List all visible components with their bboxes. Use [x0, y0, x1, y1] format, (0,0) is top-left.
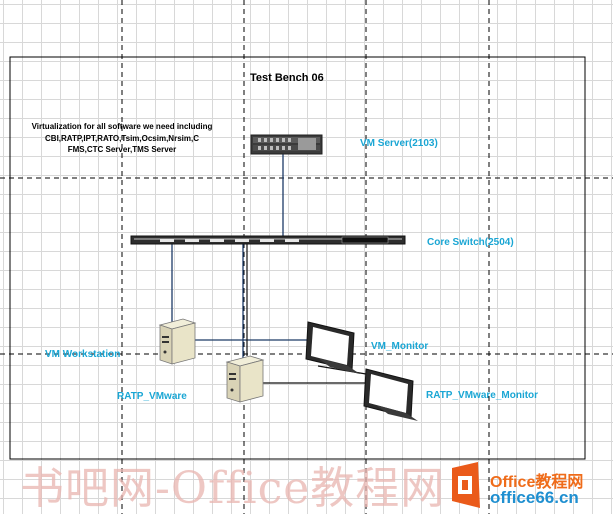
label-ratp-vmware: RATP_VMware — [117, 391, 187, 402]
label-vm-server: VM Server(2103) — [360, 138, 438, 149]
watermark-brand-url: office66.cn — [490, 488, 579, 507]
connection-lines — [171, 154, 310, 358]
label-core-switch: Core Switch(2504) — [427, 237, 514, 248]
office-logo-icon — [452, 462, 480, 508]
virtualization-note: Virtualization for all software we need … — [31, 122, 213, 154]
ratp-tower-icon — [225, 355, 265, 403]
label-ratp-vmware-monitor: RATP_VMware_Monitor — [426, 390, 539, 401]
diagram-border — [9, 56, 586, 460]
diagram-title: Test Bench 06 — [250, 72, 324, 84]
network-switch-icon — [130, 235, 406, 245]
workstation-tower-icon — [158, 318, 197, 365]
vm-monitor-icon — [305, 321, 360, 374]
label-vm-monitor: VM_Monitor — [371, 341, 429, 352]
label-vm-workstation: VM Workstation — [45, 349, 121, 360]
watermark-text: 书吧网-Office教程网 — [20, 463, 446, 514]
connection-lines-dark — [246, 244, 367, 384]
server-rack-icon — [250, 134, 323, 155]
watermark-brand-name: Office教程网 — [490, 474, 584, 491]
ratp-monitor-icon — [363, 368, 418, 421]
